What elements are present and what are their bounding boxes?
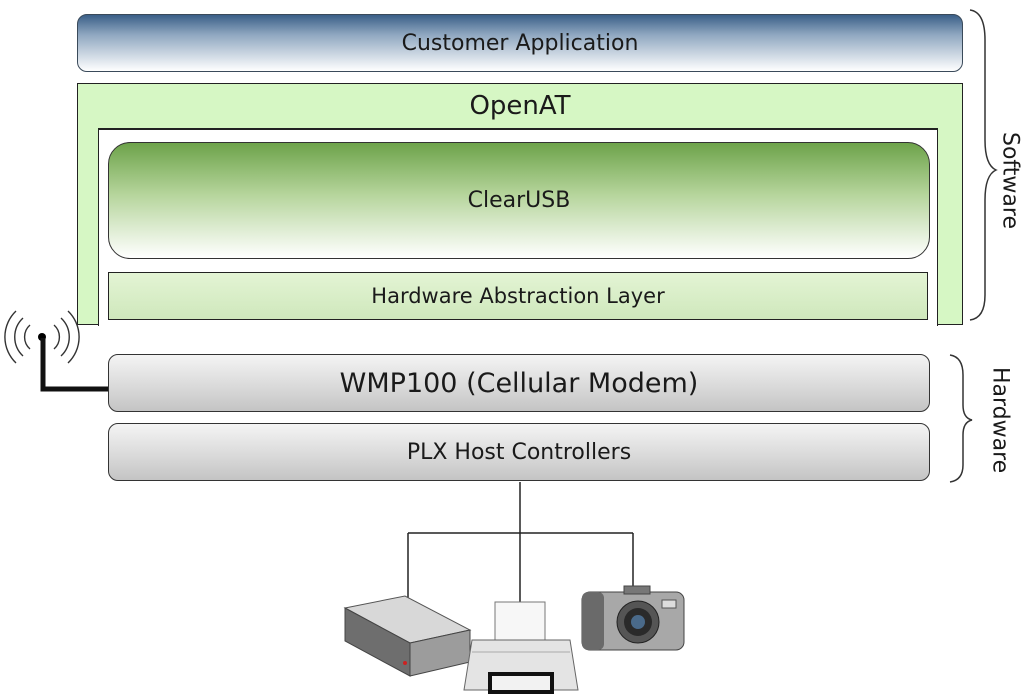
clearusb-label: ClearUSB bbox=[467, 188, 571, 213]
customer-application-label: Customer Application bbox=[401, 30, 639, 56]
wmp100-layer: WMP100 (Cellular Modem) bbox=[108, 354, 930, 412]
openat-label: OpenAT bbox=[469, 91, 571, 121]
usb-connector-tree bbox=[407, 482, 634, 610]
hardware-brace bbox=[949, 354, 973, 483]
hardware-group-label: Hardware bbox=[987, 366, 1013, 474]
antenna-icon bbox=[4, 310, 108, 392]
wmp100-label: WMP100 (Cellular Modem) bbox=[339, 367, 699, 399]
camera-icon bbox=[581, 585, 685, 651]
storage-drive-icon bbox=[343, 595, 472, 677]
plx-layer: PLX Host Controllers bbox=[108, 423, 930, 481]
clearusb-layer: ClearUSB bbox=[108, 142, 930, 259]
hal-layer: Hardware Abstraction Layer bbox=[108, 272, 928, 320]
printer-icon bbox=[463, 601, 579, 694]
hal-label: Hardware Abstraction Layer bbox=[371, 284, 665, 308]
plx-label: PLX Host Controllers bbox=[406, 439, 632, 465]
software-group-label: Software bbox=[997, 131, 1023, 229]
software-brace bbox=[969, 9, 998, 321]
customer-application-layer: Customer Application bbox=[77, 14, 963, 72]
